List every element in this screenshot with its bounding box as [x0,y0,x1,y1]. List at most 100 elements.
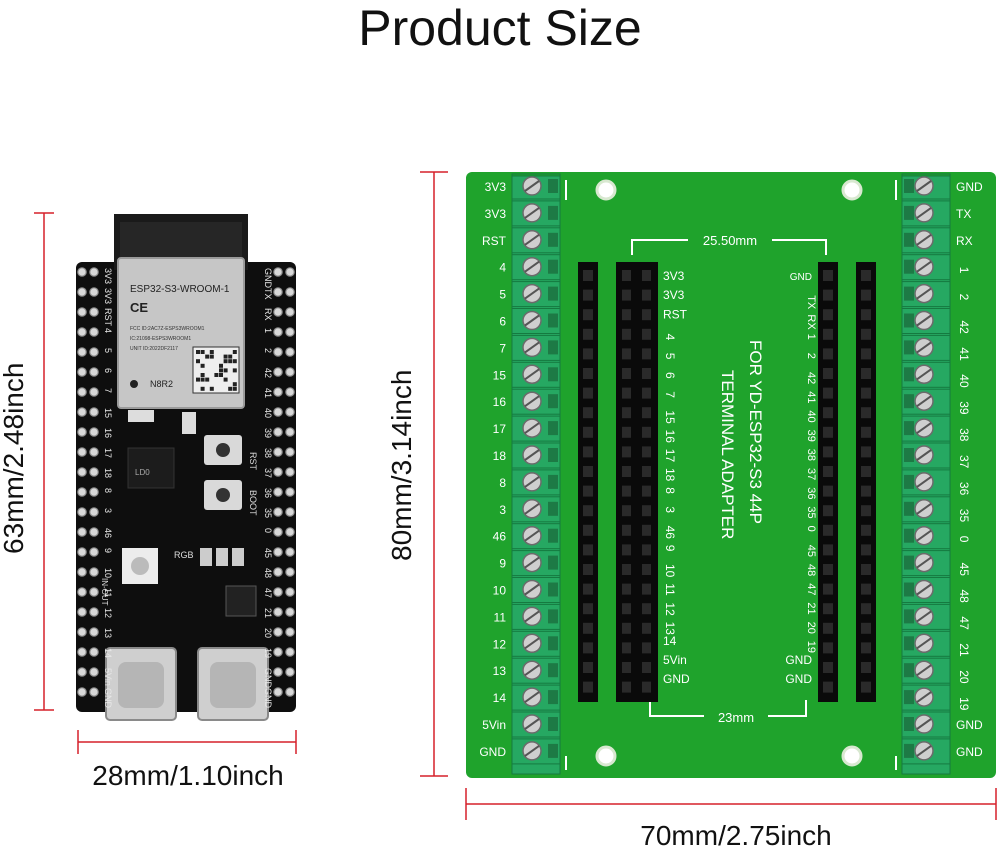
header-pin [285,567,295,577]
header-pin [273,407,283,417]
terminal-left-label: 5Vin [482,718,506,732]
header-pin [89,507,99,517]
esp32-dev-board: ESP32-S3-WROOM-1 CE FCC ID:2AC7Z-ESPS3WR… [34,212,297,754]
header-pin [273,627,283,637]
header-pin [273,607,283,617]
header-pin [285,347,295,357]
header-pin [273,267,283,277]
left-pin-label: 14 [103,648,113,658]
header-left-label: 3 [663,506,677,513]
female-header [616,262,658,702]
header-right-label: 47 [805,583,817,595]
header-pin [89,287,99,297]
header-pin [285,367,295,377]
header-pin [77,527,87,537]
header-right-label: GND [785,653,812,667]
terminal-left-label: 5 [499,288,506,302]
header-pin [285,447,295,457]
right-pin-label: 0 [263,528,273,533]
header-pin [89,487,99,497]
left-pin-label: 6 [103,368,113,373]
terminal-right-label: GND [956,180,983,194]
header-right-label: 20 [805,622,817,634]
left-pin-label: 13 [103,628,113,638]
header-pin [77,507,87,517]
terminal-right-label: 19 [957,697,971,711]
center-label-1: TERMINAL ADAPTER [718,370,737,539]
header-pin [273,467,283,477]
header-pin [285,467,295,477]
header-pin [77,327,87,337]
header-right-label: 1 [805,334,817,340]
terminal-left-label: 10 [493,584,507,598]
terminal-left-label: 18 [493,449,507,463]
right-pin-label: RX [263,308,273,321]
right-pin-label: 48 [263,568,273,578]
left-pin-label: 5 [103,348,113,353]
header-pin [89,327,99,337]
header-left-label: 46 [663,526,677,540]
header-right-label: 21 [805,602,817,614]
left-pin-label: RST [103,308,113,327]
header-pin [273,667,283,677]
header-right-label: 41 [805,391,817,403]
header-pin [77,287,87,297]
header-left-label: 17 [663,449,677,463]
left-pin-label: 17 [103,448,113,458]
left-pin-label: 7 [103,388,113,393]
header-pin [89,587,99,597]
header-pin [273,387,283,397]
header-pin [273,507,283,517]
header-pin [89,367,99,377]
header-pin [77,647,87,657]
header-pin [89,387,99,397]
header-pin [89,627,99,637]
header-pin [77,607,87,617]
header-pin [77,407,87,417]
right-pin-label: 45 [263,548,273,558]
terminal-left-label: 3V3 [485,180,507,194]
terminal-left-label: 7 [499,341,506,355]
right-pin-label: GND [263,668,273,689]
header-pin [285,667,295,677]
header-pin [273,487,283,497]
header-pin [89,607,99,617]
terminal-left-label: GND [479,745,506,759]
header-pin [77,467,87,477]
right-pin-label: 40 [263,408,273,418]
female-header [856,262,876,702]
header-right-label: TX [805,295,817,310]
terminal-left-label: 9 [499,557,506,571]
header-left-label: 13 [663,622,677,636]
header-pin [285,307,295,317]
header-left-label: 6 [663,372,677,379]
header-pin [285,487,295,497]
module-fcc: FCC ID:2AC7Z-ESPS3WROOM1 [130,326,205,332]
header-left-label: 3V3 [663,288,685,302]
terminal-right-label: 35 [957,509,971,523]
left-pin-label: 8 [103,488,113,493]
header-pin [77,547,87,557]
terminal-right-label: 40 [957,374,971,388]
header-right-label: 42 [805,372,817,384]
rgb-label: RGB [174,550,194,560]
rst-label: RST [248,452,258,471]
header-pin [77,487,87,497]
right-pin-label: 39 [263,428,273,438]
terminal-right-label: 47 [957,616,971,630]
left-pin-label: 5Vin [103,668,113,686]
terminal-right-label: 36 [957,482,971,496]
right-pin-label: 19 [263,648,273,658]
left-pin-label: 16 [103,428,113,438]
right-pin-label: 47 [263,588,273,598]
header-right-label: 35 [805,506,817,518]
left-pin-label: 15 [103,408,113,418]
terminal-right-label: 1 [957,267,971,274]
header-left-label: 14 [663,634,677,648]
header-pin [285,647,295,657]
header-pin [77,567,87,577]
terminal-left-label: 14 [493,691,507,705]
header-left-label: 5Vin [663,653,687,667]
